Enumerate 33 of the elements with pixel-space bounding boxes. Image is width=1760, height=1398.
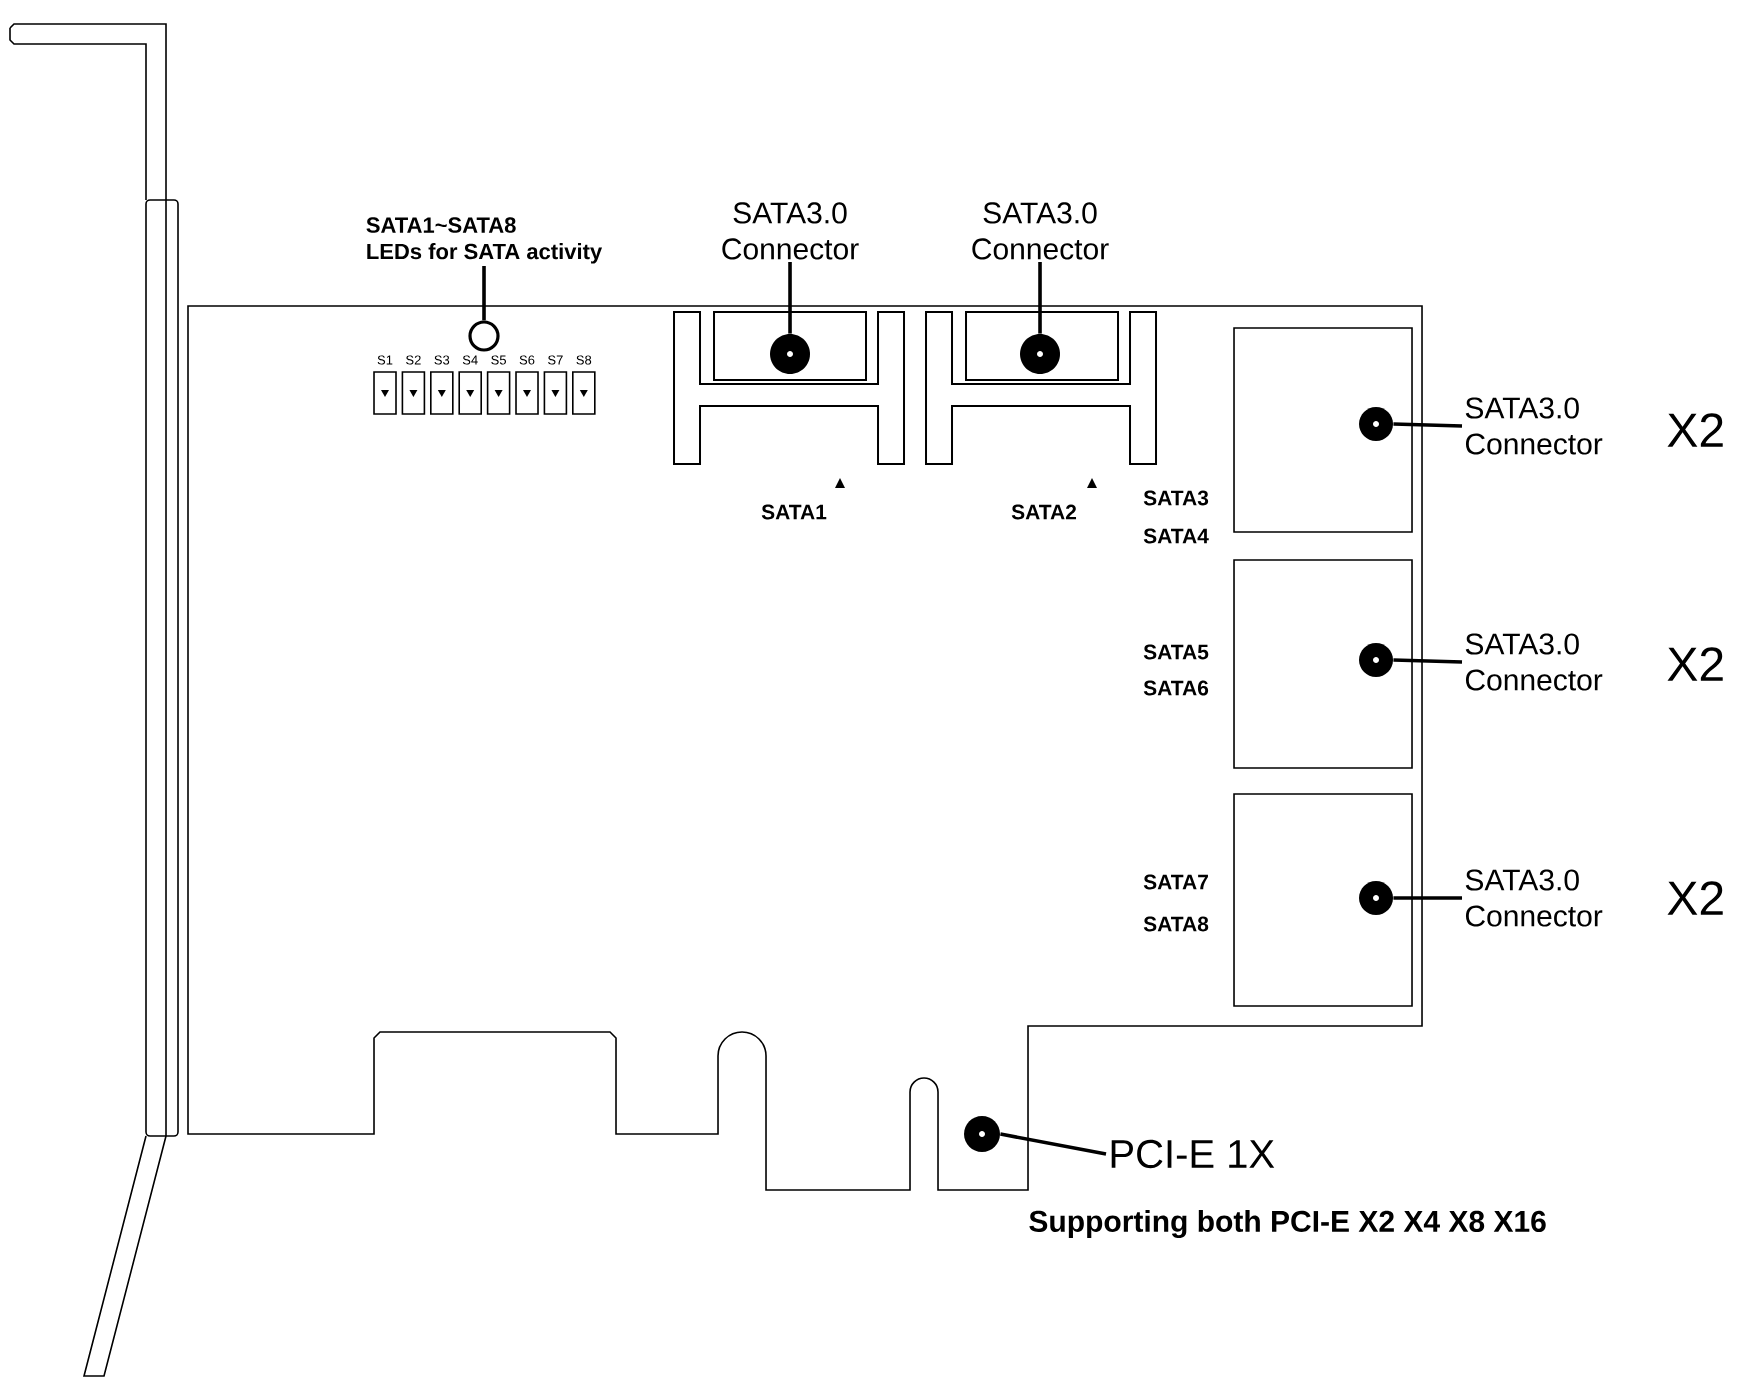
- port-label: SATA4: [1143, 528, 1209, 544]
- port-label: SATA7: [1143, 874, 1208, 890]
- callout-text: SATA3.0 Connector: [972, 202, 1109, 260]
- port-label: SATA5: [1143, 644, 1209, 660]
- leader-line: [1393, 422, 1463, 428]
- connector-marker: [1020, 334, 1060, 374]
- connector-marker: [1359, 643, 1393, 677]
- callout-text: SATA3.0 Connector: [722, 202, 859, 260]
- leader-line: [1393, 658, 1463, 664]
- leader-line: [1393, 896, 1462, 900]
- callout-text: SATA1~SATA8 LEDs for SATA activity: [366, 217, 603, 264]
- port-label: SATA6: [1143, 680, 1209, 696]
- callout-text: SATA3.0 Connector: [1465, 869, 1603, 927]
- multiplier-label: X2: [1667, 881, 1723, 915]
- port-label: SATA2: [1011, 504, 1077, 520]
- connector-marker: [770, 334, 810, 374]
- port-label: SATA8: [1143, 916, 1209, 932]
- port-label: SATA1: [761, 504, 827, 520]
- callout-text: PCI-E 1X: [1111, 1139, 1275, 1169]
- led-indicator: [468, 320, 500, 352]
- leader-line: [788, 262, 792, 334]
- callout-text: SATA3.0 Connector: [1465, 633, 1603, 691]
- connector-marker: [1359, 407, 1393, 441]
- connector-marker: [1359, 881, 1393, 915]
- multiplier-label: X2: [1667, 647, 1723, 681]
- multiplier-label: X2: [1667, 413, 1723, 447]
- callout-text: SATA3.0 Connector: [1465, 397, 1603, 455]
- note-text: Supporting both PCI-E X2 X4 X8 X16: [1029, 1209, 1546, 1239]
- leader-line: [482, 266, 486, 321]
- leader-line: [1000, 1132, 1107, 1156]
- leader-line: [1038, 262, 1042, 334]
- connector-marker: [964, 1116, 1000, 1152]
- port-label: SATA3: [1143, 490, 1209, 506]
